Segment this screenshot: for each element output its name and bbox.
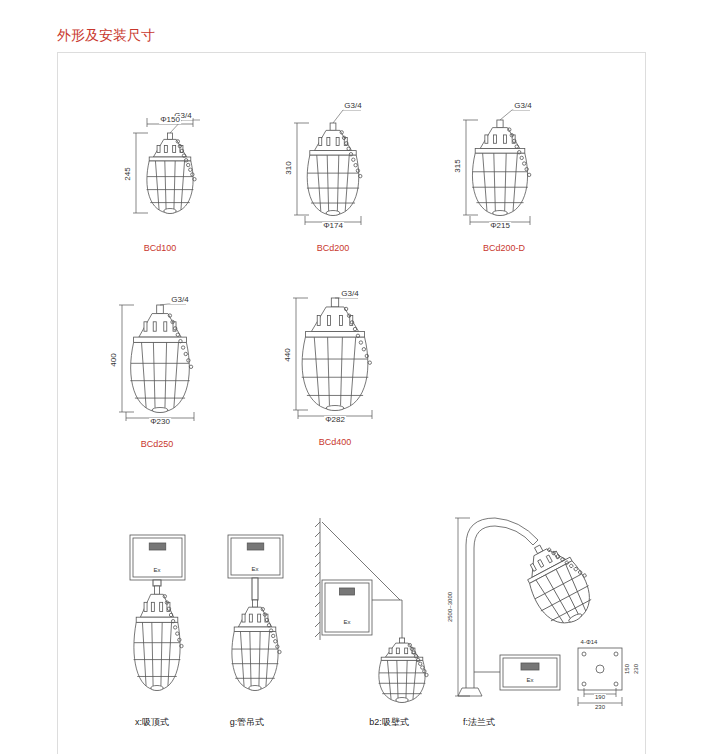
- dimension: Φ174: [322, 222, 344, 230]
- dimension: 400: [110, 352, 118, 367]
- lamp-figure: [307, 123, 362, 216]
- dimension: 190: [594, 694, 606, 700]
- dimension: 230: [633, 663, 639, 675]
- dimension: 245: [124, 166, 132, 181]
- thread-spec: G3/4: [340, 290, 359, 298]
- dimension-line: [119, 305, 134, 412]
- junction-box: [228, 535, 283, 578]
- mount-caption: x:吸顶式: [134, 718, 170, 727]
- dimension: 150: [624, 663, 630, 675]
- mount-caption: f:法兰式: [462, 718, 496, 727]
- lamp-figure: [134, 586, 184, 691]
- dimension: 2500~3000: [447, 591, 453, 623]
- dimension: 230: [594, 704, 606, 710]
- lamp-figure: [513, 532, 602, 632]
- thread-spec: G3/4: [170, 296, 189, 304]
- pipe: [153, 580, 161, 586]
- pipe: [252, 578, 258, 600]
- wall-mount: [315, 518, 402, 640]
- dimension: 315: [454, 158, 462, 173]
- mount-caption: g:管吊式: [229, 718, 266, 727]
- lamp-figure: [302, 298, 372, 411]
- dimension: Φ215: [489, 222, 511, 230]
- dimension: 310: [285, 160, 293, 175]
- mount-caption: b2:吸壁式: [368, 718, 410, 727]
- ex-mark: Ex: [525, 677, 534, 683]
- dimension: Φ150: [159, 116, 181, 124]
- dimension: 4-Φ14: [580, 639, 599, 645]
- page-title: 外形及安装尺寸: [57, 27, 155, 44]
- model-name: BCd200: [316, 244, 351, 253]
- dimension-line: [133, 133, 148, 213]
- ex-mark: Ex: [152, 567, 161, 573]
- thread-spec: G3/4: [513, 102, 532, 110]
- pole-mount: [458, 518, 622, 696]
- dimension-line: [455, 518, 470, 696]
- frame: [58, 53, 646, 754]
- leader-line: [160, 304, 186, 305]
- lamp-figure: [472, 120, 531, 216]
- model-name: BCd400: [318, 438, 353, 447]
- ex-mark: Ex: [250, 566, 259, 572]
- lamp-figure: [232, 600, 282, 691]
- dimension-line: [463, 120, 478, 215]
- model-name: BCd250: [140, 440, 175, 449]
- junction-box: [322, 580, 372, 635]
- leader-line: [333, 110, 361, 123]
- leader-line: [500, 110, 530, 120]
- lamp-figure: [379, 638, 429, 703]
- model-name: BCd200-D: [482, 244, 526, 253]
- dimension: Φ282: [324, 416, 346, 424]
- ex-mark: Ex: [342, 619, 351, 625]
- thread-spec: G3/4: [343, 102, 362, 110]
- dimension: 440: [284, 347, 292, 362]
- dimension-line: [293, 298, 308, 410]
- dimension-line: [294, 123, 309, 215]
- lamp-figure: [130, 305, 192, 413]
- lamp-figure: [147, 133, 197, 214]
- junction-box: [500, 655, 560, 690]
- junction-box: [130, 535, 185, 580]
- dimension: Φ230: [149, 418, 171, 426]
- model-name: BCd100: [143, 244, 178, 253]
